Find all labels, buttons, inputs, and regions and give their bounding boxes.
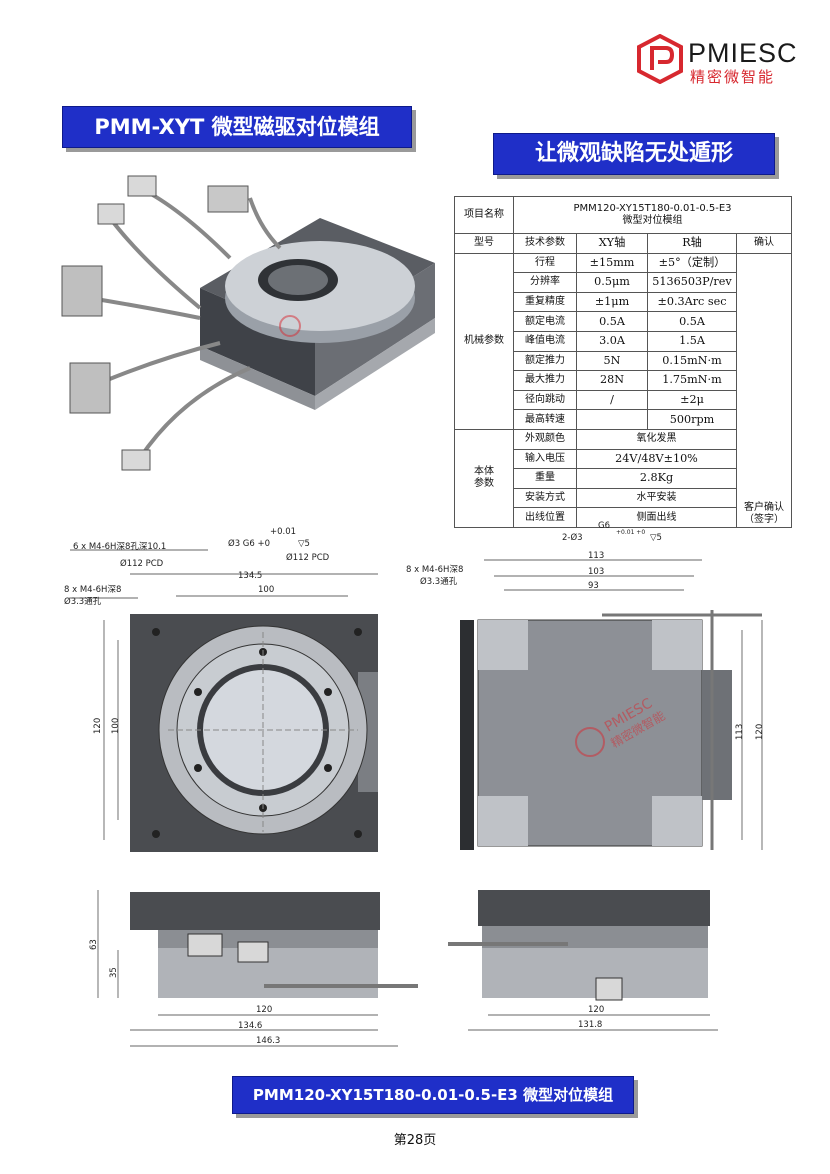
mech-param: 重复精度 xyxy=(513,291,577,313)
mech-r: ±2μ xyxy=(647,389,737,411)
side-view-right-drawing: 120 131.8 xyxy=(448,890,718,1031)
mech-r: 1.5A xyxy=(647,330,737,352)
side-view-left-drawing: 63 35 120 134.6 146.3 xyxy=(89,890,418,1047)
mech-param: 峰值电流 xyxy=(513,330,577,352)
mech-param: 径向跳动 xyxy=(513,389,577,411)
top-side-hole-label: 8 x M4-6H深8 xyxy=(64,585,121,595)
pmiesc-logo-icon xyxy=(637,34,683,84)
dim-103: 103 xyxy=(588,567,604,577)
side2-dim-120: 120 xyxy=(588,1005,604,1015)
mech-xy: 3.0A xyxy=(576,330,648,352)
dim-93: 93 xyxy=(588,581,599,591)
body-param: 出线位置 xyxy=(513,507,577,528)
side-dim-134-6: 134.6 xyxy=(238,1021,262,1031)
main-title: PMM-XYT 微型磁驱对位模组 xyxy=(62,106,412,148)
col-r: R轴 xyxy=(647,233,737,254)
top-view-drawing: 6 x M4-6H深8孔深10.1 Ø112 PCD Ø3 G6 +0 +0.0… xyxy=(64,527,378,852)
top-pcd1-label: Ø112 PCD xyxy=(120,558,164,569)
mech-xy xyxy=(576,409,648,430)
body-group-label: 本体 参数 xyxy=(454,428,514,528)
side2-dim-131-8: 131.8 xyxy=(578,1020,602,1030)
mech-xy: / xyxy=(576,389,648,411)
right-thru-label: Ø3.3通孔 xyxy=(420,576,458,587)
mech-param: 行程 xyxy=(513,252,577,274)
col-model: 型号 xyxy=(454,233,514,254)
col-xy: XY轴 xyxy=(576,233,648,254)
side-dim-120: 120 xyxy=(256,1005,272,1015)
brand-name-en: PMIESC xyxy=(688,38,798,68)
dim-120-rv: 120 xyxy=(755,724,765,740)
product-render xyxy=(61,175,435,471)
page-number: 第28页 xyxy=(393,1133,437,1148)
dim-100: 100 xyxy=(258,585,274,595)
mech-r: 500rpm xyxy=(647,409,737,430)
top-tol-label: +0.01 xyxy=(270,527,296,537)
mech-r: 0.5A xyxy=(647,311,737,332)
body-param: 重量 xyxy=(513,468,577,489)
col-confirm: 确认 xyxy=(736,233,792,254)
top-g6-label: Ø3 G6 +0 xyxy=(228,538,270,549)
right-hole-label: 8 x M4-6H深8 xyxy=(406,565,463,575)
body-value: 2.8Kg xyxy=(576,468,737,489)
bottom-title: PMM120-XY15T180-0.01-0.5-E3 微型对位模组 xyxy=(232,1076,634,1114)
body-value: 侧面出线 xyxy=(576,507,737,528)
body-value: 水平安装 xyxy=(576,487,737,509)
item-name-value: PMM120-XY15T180-0.01-0.5-E3 微型对位模组 xyxy=(513,196,792,234)
dim-113: 113 xyxy=(588,551,604,561)
mech-r: 5136503P/rev xyxy=(647,272,737,293)
mech-param: 额定推力 xyxy=(513,350,577,372)
right-depth-label: ▽5 xyxy=(650,533,662,543)
body-param: 外观颜色 xyxy=(513,428,577,450)
customer-confirm-cell: 客户确认 （签字） xyxy=(736,252,792,528)
dim-134-5: 134.5 xyxy=(238,571,262,581)
body-param: 安装方式 xyxy=(513,487,577,509)
item-name-label: 项目名称 xyxy=(454,196,514,234)
right-top-view-drawing: G6 2-Ø3 +0.01 +0 ▽5 8 x M4-6H深8 Ø3.3通孔 1… xyxy=(406,521,765,850)
dim-100-v: 100 xyxy=(111,718,121,734)
right-tol-label: +0.01 +0 xyxy=(616,529,645,536)
body-param: 输入电压 xyxy=(513,448,577,470)
mech-xy: 0.5A xyxy=(576,311,648,332)
top-depth-label: ▽5 xyxy=(298,539,310,549)
side-dim-35: 35 xyxy=(109,967,119,978)
mech-xy: 0.5μm xyxy=(576,272,648,293)
mech-r: 0.15mN·m xyxy=(647,350,737,372)
spec-table: 项目名称 PMM120-XY15T180-0.01-0.5-E3 微型对位模组 … xyxy=(454,196,792,528)
mech-r: 1.75mN·m xyxy=(647,370,737,391)
mech-xy: 5N xyxy=(576,350,648,372)
body-value: 24V/48V±10% xyxy=(576,448,737,470)
dim-113-v: 113 xyxy=(735,724,745,740)
top-pcd2-label: Ø112 PCD xyxy=(286,552,330,563)
side-dim-146-3: 146.3 xyxy=(256,1036,280,1046)
side-dim-63: 63 xyxy=(89,939,99,950)
dim-120-v: 120 xyxy=(93,718,103,734)
mech-group-label: 机械参数 xyxy=(454,252,514,430)
mech-param: 最大推力 xyxy=(513,370,577,391)
mech-xy: ±1μm xyxy=(576,291,648,313)
mech-param: 额定电流 xyxy=(513,311,577,332)
right-pins-label: 2-Ø3 xyxy=(562,532,583,543)
mech-param: 最高转速 xyxy=(513,409,577,430)
body-value: 氧化发黑 xyxy=(576,428,737,450)
top-hole-label: 6 x M4-6H深8孔深10.1 xyxy=(73,542,166,552)
mech-xy: ±15mm xyxy=(576,252,648,274)
brand-name-cn: 精密微智能 xyxy=(690,68,776,86)
col-param: 技术参数 xyxy=(513,233,577,254)
mech-r: ±5°（定制） xyxy=(647,252,737,274)
mech-xy: 28N xyxy=(576,370,648,391)
mech-r: ±0.3Arc sec xyxy=(647,291,737,313)
slogan-title: 让微观缺陷无处遁形 xyxy=(493,133,775,175)
right-g6-label: G6 xyxy=(598,521,610,531)
mech-param: 分辨率 xyxy=(513,272,577,293)
top-side-thru-label: Ø3.3通孔 xyxy=(64,596,102,607)
